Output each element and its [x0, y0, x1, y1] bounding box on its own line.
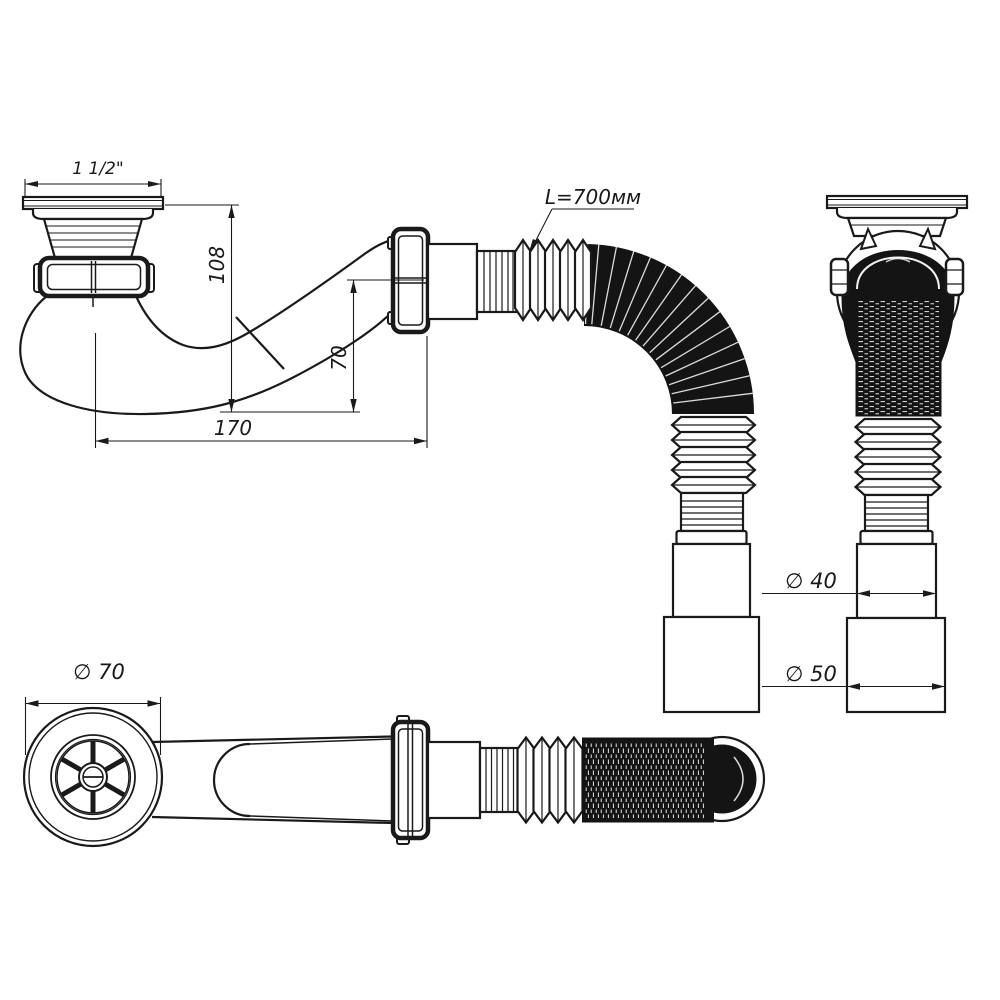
- height-70-label: 70: [327, 345, 351, 370]
- hose-bellows-vertical-left: [670, 415, 757, 495]
- flex-hose-bend: [582, 243, 754, 416]
- connector-bottom: [426, 740, 482, 820]
- hose-length-label: L=700мм: [545, 185, 641, 209]
- dimensions: 1 1/2" 108 70 170: [24, 159, 945, 755]
- dia-40-label: ∅ 40: [785, 569, 837, 593]
- sink-flange-front: [825, 194, 969, 238]
- dimension-170: 170: [94, 333, 428, 448]
- drain-grate: [22, 706, 164, 848]
- outlet-cuff-left: [662, 491, 761, 714]
- sink-flange-side: [21, 195, 165, 260]
- dia-70-label: ∅ 70: [73, 660, 125, 684]
- outlet-cuff-right: [845, 493, 947, 714]
- bottom-view: [22, 706, 766, 848]
- ribs-bottom: [478, 746, 520, 814]
- dimension-dia70: ∅ 70: [24, 660, 162, 755]
- flex-hose-bottom: [582, 735, 766, 823]
- clamp-claws: [829, 226, 965, 297]
- dimension-70: 70: [327, 279, 424, 412]
- coupling-nut-bottom: [390, 715, 431, 845]
- dimension-dia50: ∅ 50: [762, 662, 945, 690]
- length-170-label: 170: [214, 416, 252, 440]
- dimension-thread: 1 1/2": [24, 159, 162, 196]
- outlet-50-right: [845, 616, 947, 714]
- outlet-40-right: [855, 542, 938, 620]
- flex-hose-front: [841, 250, 955, 417]
- thread-size-label: 1 1/2": [72, 159, 123, 179]
- grate-spokes: [60, 741, 126, 813]
- height-108-label: 108: [205, 246, 229, 284]
- dimension-dia40: ∅ 40: [762, 569, 936, 597]
- dia-50-label: ∅ 50: [785, 662, 837, 686]
- side-view: [19, 195, 761, 714]
- flange-coupling-nut: [33, 255, 155, 307]
- dimension-108: 108: [165, 204, 360, 413]
- outlet-50-left: [662, 615, 761, 714]
- hose-bellows-horizontal: [513, 238, 593, 322]
- dimension-hose-length: L=700мм: [529, 185, 641, 252]
- outlet-40-left: [671, 542, 752, 619]
- hose-connector: [426, 242, 519, 321]
- trap-tube: [19, 238, 393, 416]
- hose-bellows-bottom: [516, 735, 584, 825]
- hose-bellows-vertical-right: [853, 417, 943, 497]
- front-view: [825, 194, 969, 714]
